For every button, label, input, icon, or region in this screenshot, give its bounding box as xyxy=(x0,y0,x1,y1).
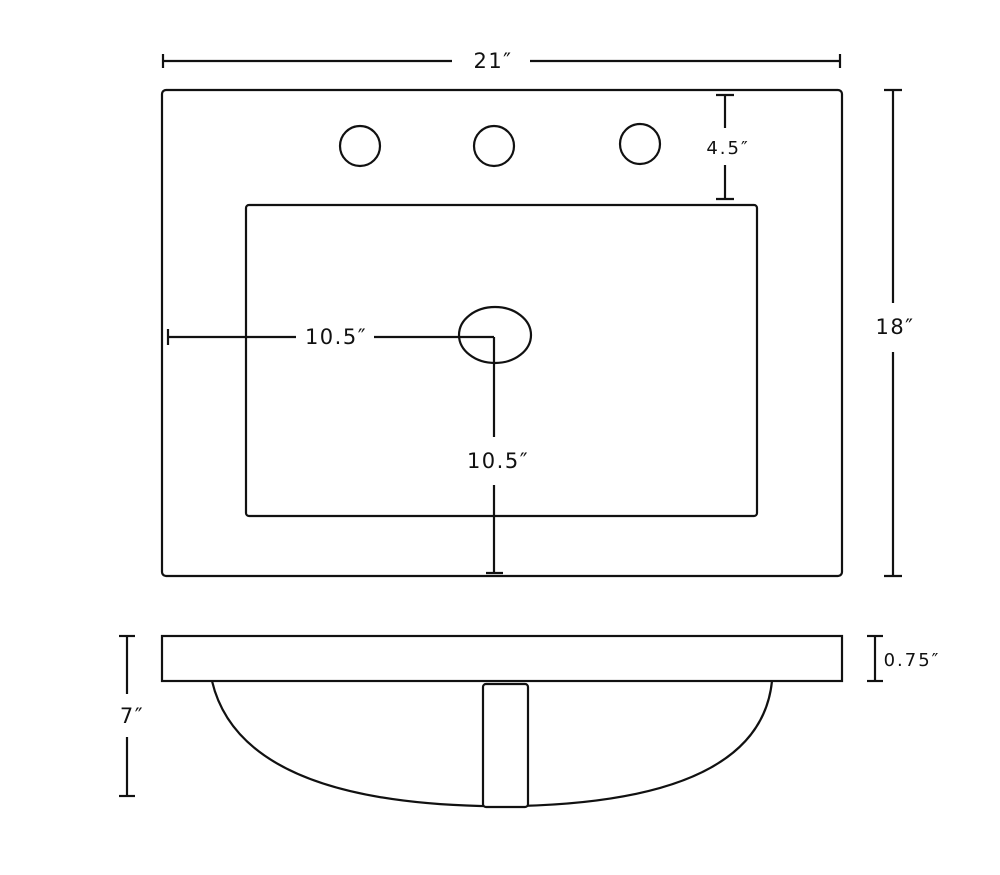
deck-slab xyxy=(160,634,844,683)
width-label: 21″ xyxy=(473,49,512,73)
width-dimension: 21″ xyxy=(161,49,842,73)
deck-thickness-label: 0.75″ xyxy=(884,650,941,671)
faucet-hole-right xyxy=(618,122,662,166)
faucet-offset-label: 4.5″ xyxy=(706,138,749,159)
drain-from-front-label: 10.5″ xyxy=(467,449,529,473)
faucet-hole-left xyxy=(338,124,382,168)
drain-side-dimension: 10.5″ xyxy=(166,325,494,349)
deck-thickness-dimension: 0.75″ xyxy=(867,634,941,683)
faucet-offset-dimension: 4.5″ xyxy=(706,93,749,201)
drain-front-dimension: 10.5″ xyxy=(467,337,529,575)
top-view: 21″ 4.5″ 10.5″ xyxy=(160,49,914,578)
depth-label: 18″ xyxy=(875,315,914,339)
height-dimension: 7″ xyxy=(119,634,144,798)
drain-from-side-label: 10.5″ xyxy=(305,325,367,349)
depth-dimension: 18″ xyxy=(875,88,914,578)
faucet-hole-center xyxy=(472,124,516,168)
height-label: 7″ xyxy=(120,704,144,728)
drain-body xyxy=(481,682,530,809)
side-view: 7″ 0.75″ xyxy=(119,634,941,809)
